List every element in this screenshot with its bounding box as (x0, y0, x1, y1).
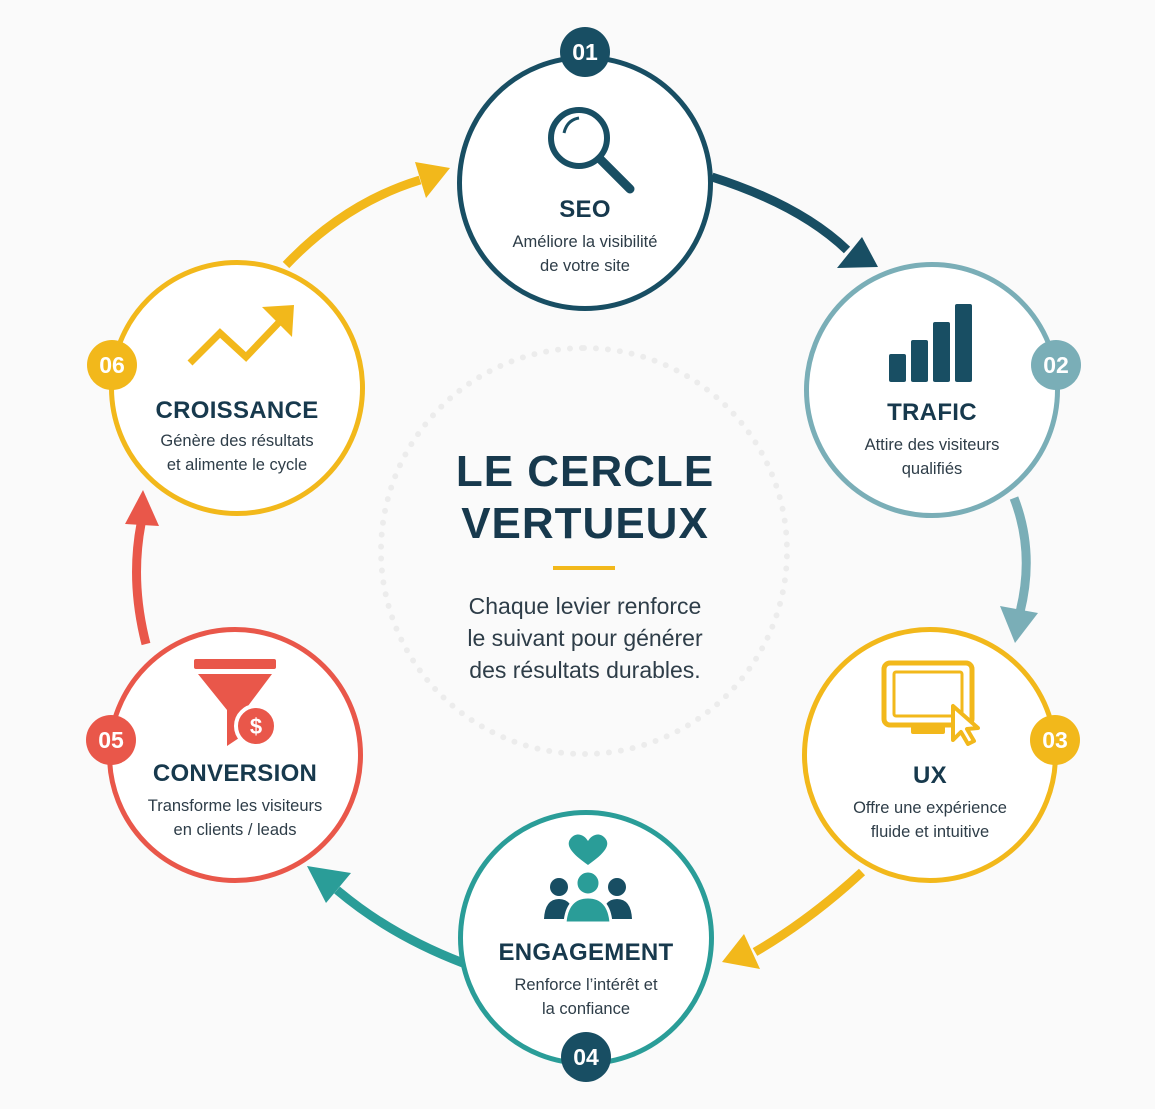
step-seo-title: SEO (559, 196, 611, 223)
step-trafic-title: TRAFIC (887, 399, 977, 426)
step-trafic: TRAFIC Attire des visiteurs qualifiés (804, 262, 1060, 518)
arrow-engagement-to-conversion (334, 886, 465, 968)
center-subtitle-line-2: le suivant pour générer (467, 625, 703, 651)
center-divider (553, 566, 615, 570)
step-ux-desc-line-2: fluide et intuitive (870, 823, 990, 841)
step-conversion-desc-line-2: en clients / leads (173, 821, 297, 839)
center-title-line-2: VERTUEUX (461, 499, 709, 548)
step-croissance-desc: Génère des résultats et alimente le cycl… (136, 429, 338, 477)
step-seo-number: 01 (560, 27, 610, 77)
heart-people-icon (544, 834, 632, 925)
arrow-croissance-to-seo (282, 175, 422, 269)
step-croissance: CROISSANCE Génère des résultats et alime… (109, 260, 365, 516)
trend-up-icon (187, 305, 294, 366)
step-engagement-number: 04 (561, 1032, 611, 1082)
step-engagement-desc-line-1: Renforce l’intérêt et (514, 976, 658, 994)
step-croissance-title: CROISSANCE (155, 397, 319, 424)
center-subtitle: Chaque levier renforce le suivant pour g… (410, 590, 760, 686)
arrowhead-ux-to-engagement (722, 934, 760, 969)
step-engagement-desc: Renforce l’intérêt et la confiance (485, 973, 687, 1021)
step-croissance-desc-line-2: et alimente le cycle (166, 456, 308, 474)
center-dotted-ring (378, 345, 790, 757)
step-conversion: $ CONVERSION Transforme les visiteurs en… (107, 627, 363, 883)
step-conversion-number: 05 (86, 715, 136, 765)
step-trafic-desc: Attire des visiteurs qualifiés (831, 433, 1033, 481)
center-subtitle-line-3: des résultats durables. (469, 657, 701, 683)
bar-chart-icon (889, 304, 972, 382)
arrow-conversion-to-croissance (132, 523, 151, 646)
center-subtitle-line-1: Chaque levier renforce (468, 593, 702, 619)
arrowhead-croissance-to-seo (415, 162, 450, 198)
step-seo-desc: Améliore la visibilité de votre site (484, 230, 686, 278)
step-engagement-desc-line-2: la confiance (541, 1000, 631, 1018)
step-seo: SEO Améliore la visibilité de votre site (457, 55, 713, 311)
step-engagement-title: ENGAGEMENT (498, 939, 674, 966)
screen-cursor-icon (881, 660, 980, 746)
step-trafic-number: 02 (1031, 340, 1081, 390)
step-croissance-desc-line-1: Génère des résultats (160, 432, 314, 450)
arrowhead-trafic-to-ux (1000, 606, 1038, 643)
funnel-dollar-icon: $ (194, 659, 278, 748)
step-ux-desc: Offre une expérience fluide et intuitive (829, 796, 1031, 844)
arrowhead-conversion-to-croissance (125, 490, 159, 526)
step-croissance-number: 06 (87, 340, 137, 390)
step-conversion-desc-line-1: Transforme les visiteurs (147, 797, 323, 815)
step-trafic-desc-line-2: qualifiés (901, 460, 963, 478)
step-conversion-title: CONVERSION (152, 760, 318, 787)
step-seo-desc-line-2: de votre site (540, 257, 630, 275)
step-ux-number: 03 (1030, 715, 1080, 765)
step-ux-desc-line-1: Offre une expérience (853, 799, 1007, 817)
step-ux: UX Offre une expérience fluide et intuit… (802, 627, 1058, 883)
search-icon (548, 107, 635, 194)
step-seo-desc-line-1: Améliore la visibilité (512, 233, 658, 251)
step-conversion-desc: Transforme les visiteurs en clients / le… (134, 794, 336, 842)
svg-text:$: $ (250, 714, 262, 739)
arrowhead-seo-to-trafic (837, 237, 878, 268)
center-title: LE CERCLE VERTUEUX (380, 446, 790, 550)
step-trafic-desc-line-1: Attire des visiteurs (864, 436, 1000, 454)
arrow-trafic-to-ux (1009, 496, 1031, 614)
arrow-seo-to-trafic (710, 172, 851, 254)
step-engagement: ENGAGEMENT Renforce l’intérêt et la conf… (458, 810, 714, 1066)
step-ux-title: UX (913, 762, 947, 789)
arrow-ux-to-engagement (752, 868, 866, 956)
center-title-line-1: LE CERCLE (455, 447, 715, 496)
arrowhead-engagement-to-conversion (307, 866, 351, 903)
